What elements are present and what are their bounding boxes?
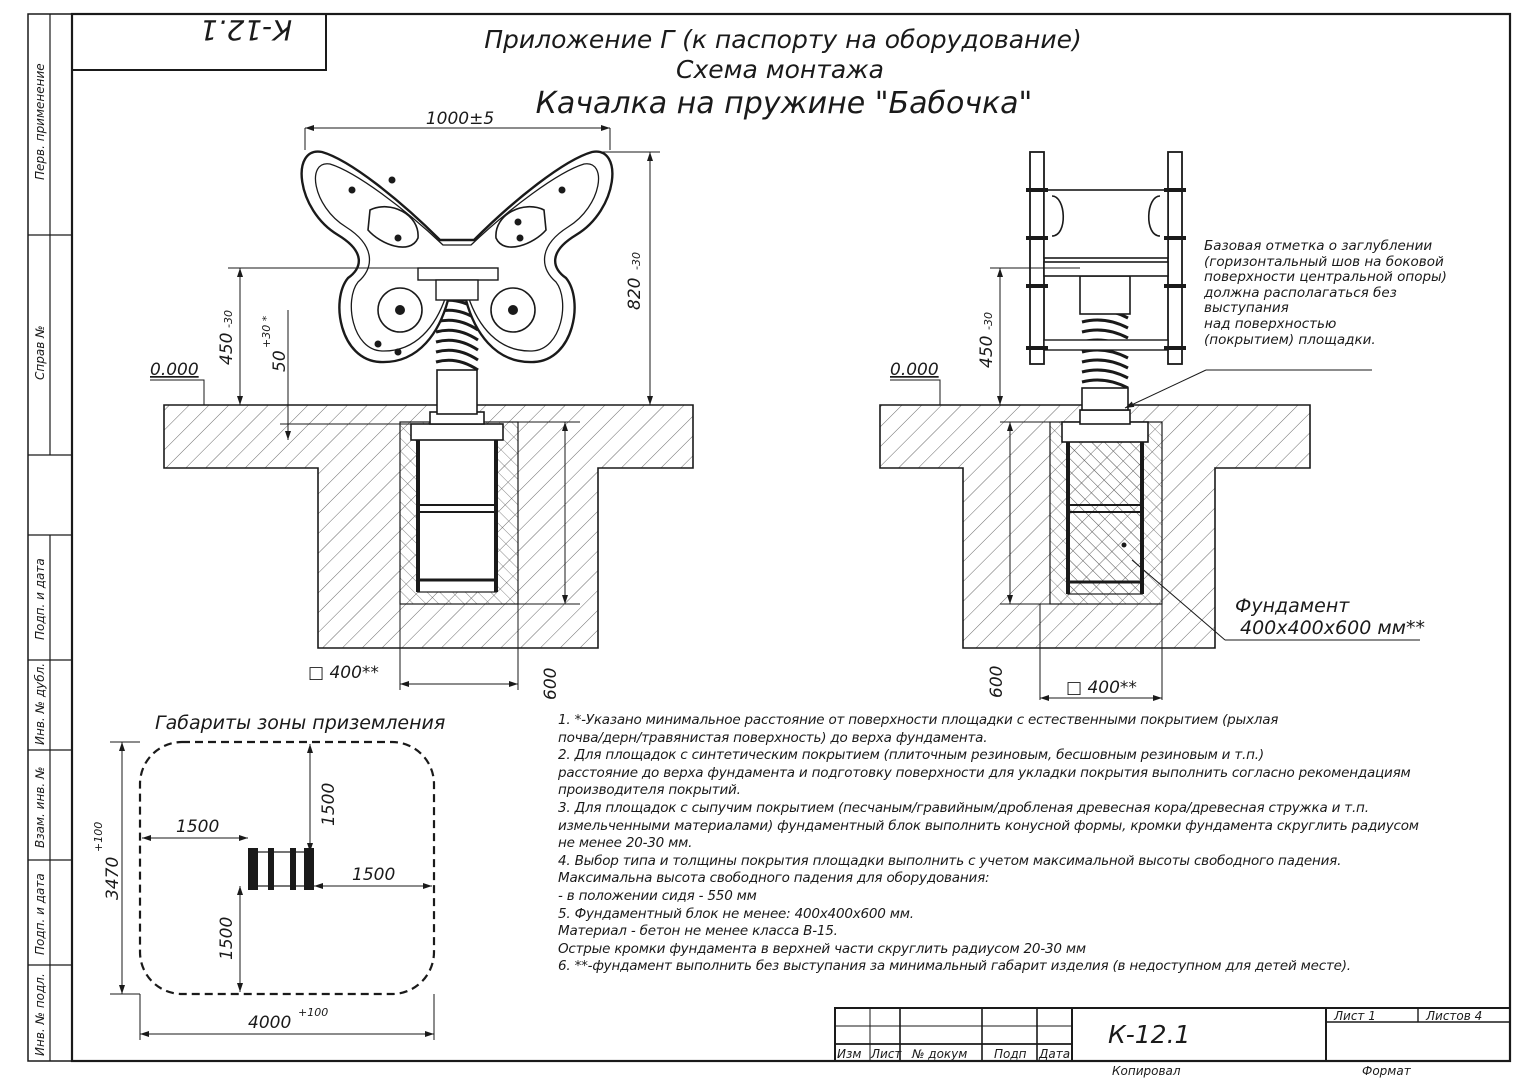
callout-line: выступания — [1204, 300, 1289, 317]
sheet-number: Лист 1 — [1333, 1009, 1376, 1023]
callout-line: над поверхностью — [1204, 315, 1337, 332]
landing-left: 1500 — [176, 817, 219, 837]
landing-width-tol: +100 — [298, 1006, 328, 1019]
side-label-3: Подп. и дата — [33, 558, 47, 640]
front-view: 1000±5 820 -30 450 -30 50 +30 * 0.000 □ … — [150, 109, 694, 700]
landing-zone-outline — [138, 740, 436, 996]
landing-bottom: 1500 — [217, 917, 237, 960]
side-base-dim: 450 — [977, 336, 997, 368]
note-line: 4. Выбор типа и толщины покрытия площадк… — [558, 852, 1342, 869]
front-base-tol: -30 — [222, 310, 235, 328]
side-view: 450 -30 0.000 □ 400** 600 Фундамент 400х… — [879, 151, 1425, 701]
title-block: Изм Лист № докум Подп Дата К-12.1 Лист 1… — [834, 1007, 1511, 1078]
foundation-label: Фундамент — [1235, 595, 1350, 617]
front-found-depth: 600 — [541, 668, 561, 700]
side-square: □ 400** — [1066, 678, 1137, 698]
landing-height: 3470 — [103, 857, 123, 900]
landing-width: 4000 — [248, 1013, 291, 1033]
front-height-tol: -30 — [630, 252, 643, 270]
col-sign: Подп — [994, 1047, 1027, 1061]
col-docnum: № докум — [911, 1047, 967, 1061]
sheets-total: Листов 4 — [1425, 1009, 1482, 1023]
landing-zone-title: Габариты зоны приземления — [155, 712, 445, 734]
note-line: 1. *-Указано минимальное расстояние от п… — [558, 712, 1279, 728]
depth-mark-callout: Базовая отметка о заглублении (горизонта… — [1204, 238, 1474, 348]
front-base-dim: 450 — [217, 333, 237, 365]
front-level: 0.000 — [150, 360, 199, 380]
note-line: Материал - бетон не менее класса В-15. — [558, 923, 838, 940]
note-line: не менее 20-30 мм. — [558, 835, 693, 852]
foundation-size: 400х400х600 мм** — [1240, 617, 1425, 639]
landing-height-tol: +100 — [92, 822, 105, 852]
note-line: производителя покрытий. — [558, 782, 741, 799]
landing-zone: Габариты зоны приземления 1500 1500 1500… — [92, 712, 445, 1040]
callout-line: Базовая отметка о заглублении — [1204, 238, 1433, 254]
heading-line-3: Качалка на пружине "Бабочка" — [536, 86, 1033, 121]
code-box — [71, 13, 327, 71]
front-width-dim: 1000±5 — [426, 109, 494, 129]
note-line: измельченными материалами) фундаментный … — [558, 817, 1419, 834]
note-line: Максимальна высота свободного падения дл… — [558, 870, 990, 887]
note-line: 3. Для площадок с сыпучим покрытием (пес… — [558, 799, 1369, 816]
side-label-2: Справ № — [33, 325, 47, 380]
side-label-1: Перв. применение — [33, 63, 47, 180]
note-line: Острые кромки фундамента в верхней части… — [558, 940, 1086, 957]
side-found-depth: 600 — [987, 666, 1007, 698]
col-date: Дата — [1038, 1047, 1070, 1061]
note-line: расстояние до верха фундамента и подгото… — [558, 764, 1411, 781]
front-depth-tol: +30 * — [260, 315, 273, 348]
installation-notes: 1. *-Указано минимальное расстояние от п… — [558, 712, 1488, 976]
side-label-6: Подп. и дата — [33, 873, 47, 955]
note-line: 5. Фундаментный блок не менее: 400х400х6… — [558, 905, 914, 922]
code-rotated: К-12.1 — [200, 14, 292, 47]
side-level: 0.000 — [890, 360, 939, 380]
note-line: почва/дерн/травянистая поверхность) до в… — [558, 729, 988, 746]
side-label-7: Инв. № подл. — [33, 973, 47, 1056]
heading-line-1: Приложение Г (к паспорту на оборудование… — [484, 25, 1082, 54]
note-line: 6. **-фундамент выполнить без выступания… — [558, 958, 1351, 975]
heading-line-2: Схема монтажа — [676, 55, 884, 84]
callout-line: должна располагаться без — [1204, 284, 1397, 301]
side-base-tol: -30 — [982, 312, 995, 330]
copied-label: Копировал — [1112, 1064, 1181, 1078]
sheet-code: К-12.1 — [1108, 1020, 1190, 1049]
landing-right: 1500 — [352, 865, 395, 885]
note-line: 2. Для площадок с синтетическим покрытие… — [558, 747, 1264, 764]
landing-top: 1500 — [319, 783, 339, 826]
front-depth-dim: 50 — [270, 350, 290, 372]
side-label-4: Инв. № дубл. — [33, 663, 47, 745]
front-height-dim: 820 — [625, 278, 645, 310]
callout-line: (горизонтальный шов на боковой — [1204, 253, 1444, 270]
callout-line: поверхности центральной опоры) — [1204, 269, 1447, 286]
format-label: Формат — [1362, 1064, 1412, 1078]
note-line: - в положении сидя - 550 мм — [558, 887, 757, 904]
col-list: Лист — [870, 1047, 902, 1061]
front-square: □ 400** — [308, 663, 379, 683]
callout-line: (покрытием) площадки. — [1204, 331, 1376, 348]
col-izm: Изм — [837, 1047, 861, 1061]
side-label-5: Взам. инв. № — [33, 767, 47, 848]
